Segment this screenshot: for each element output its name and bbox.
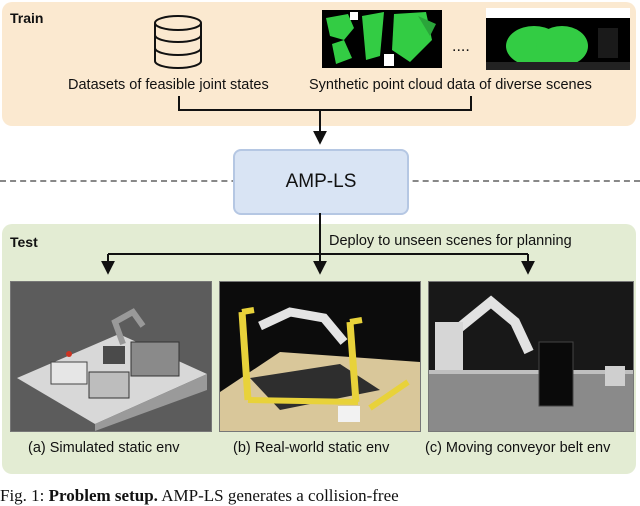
figure-caption: Fig. 1: Problem setup. AMP-LS generates … (0, 486, 640, 506)
ellipsis: .... (452, 38, 470, 55)
deploy-label: Deploy to unseen scenes for planning (329, 233, 572, 249)
train-label: Train (10, 10, 44, 26)
figure-caption-bold: Problem setup. (48, 486, 158, 505)
conveyor-env-image (428, 281, 634, 432)
dataset-label: Datasets of feasible joint states (68, 77, 269, 93)
model-box: AMP-LS (233, 149, 409, 215)
env-caption-real-world: (b) Real-world static env (233, 440, 390, 456)
simulated-env-image (10, 281, 212, 432)
env-caption-conveyor: (c) Moving conveyor belt env (425, 440, 611, 456)
real-world-env-image (219, 281, 421, 432)
pointcloud-image-1 (322, 10, 442, 68)
pointcloud-image-2 (486, 8, 630, 70)
pointcloud-label: Synthetic point cloud data of diverse sc… (309, 77, 592, 93)
figure-caption-prefix: Fig. 1: (0, 486, 45, 505)
test-label: Test (10, 234, 38, 250)
env-caption-simulated: (a) Simulated static env (28, 440, 180, 456)
figure-caption-text: AMP-LS generates a collision-free (161, 486, 399, 505)
